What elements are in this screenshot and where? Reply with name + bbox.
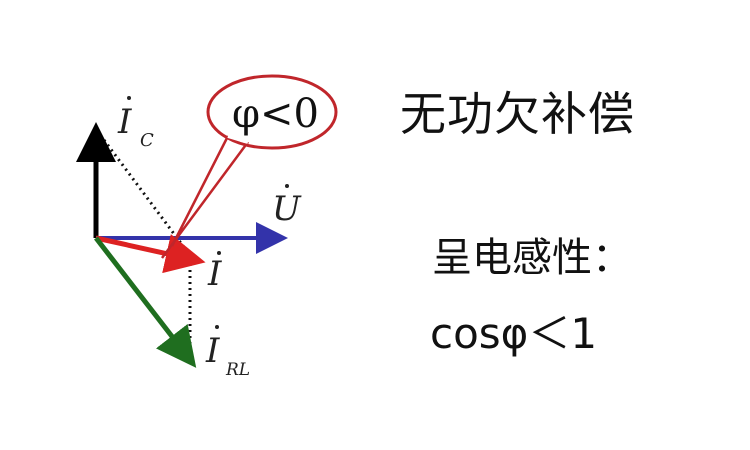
svg-text:I: I (207, 254, 222, 294)
label-i: I (207, 251, 222, 294)
callout-text: φ<0 (232, 91, 319, 137)
property-label: 呈电感性： (432, 235, 632, 281)
svg-text:U: U (272, 189, 302, 229)
i-vector (95, 234, 206, 274)
irl-vector (94, 236, 197, 368)
label-ic: I C (117, 96, 154, 151)
power-factor-text: cosφ＜1 (430, 309, 598, 358)
page-title: 无功欠补偿 (400, 87, 635, 141)
phi-callout: φ<0 (160, 74, 338, 259)
label-irl: I RL (205, 325, 250, 380)
dotted-ic-to-i (102, 139, 194, 259)
svg-text:I: I (205, 331, 220, 371)
svg-text:I: I (117, 102, 132, 142)
label-u: U (272, 184, 302, 229)
svg-text:RL: RL (225, 360, 250, 380)
svg-text:C: C (140, 130, 154, 151)
